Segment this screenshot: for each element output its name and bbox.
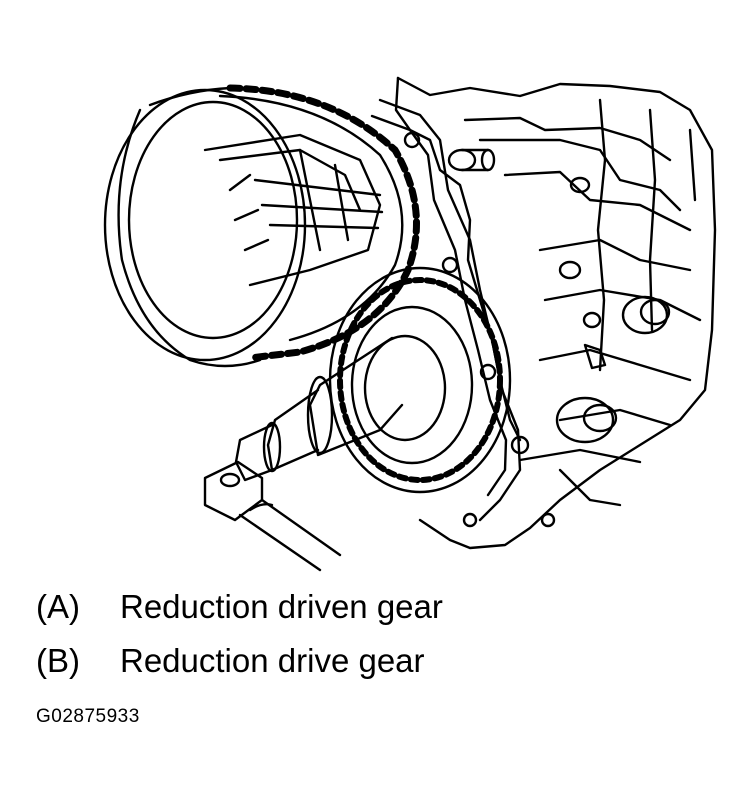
figure-id: G02875933 [36,706,140,727]
gear-assembly-illustration [103,76,717,572]
legend-label-a: Reduction driven gear [120,588,443,625]
reduction-drive-gear [328,266,512,494]
legend-item-a: (A) Reduction driven gear [36,590,443,623]
legend-key-a: (A) [36,588,80,625]
socket-tool [203,460,342,572]
legend-label-b: Reduction drive gear [120,642,425,679]
case-studs [447,148,671,444]
legend-item-b: (B) Reduction drive gear [36,644,425,677]
reduction-driven-gear [103,84,420,368]
legend-key-b: (B) [36,642,80,679]
